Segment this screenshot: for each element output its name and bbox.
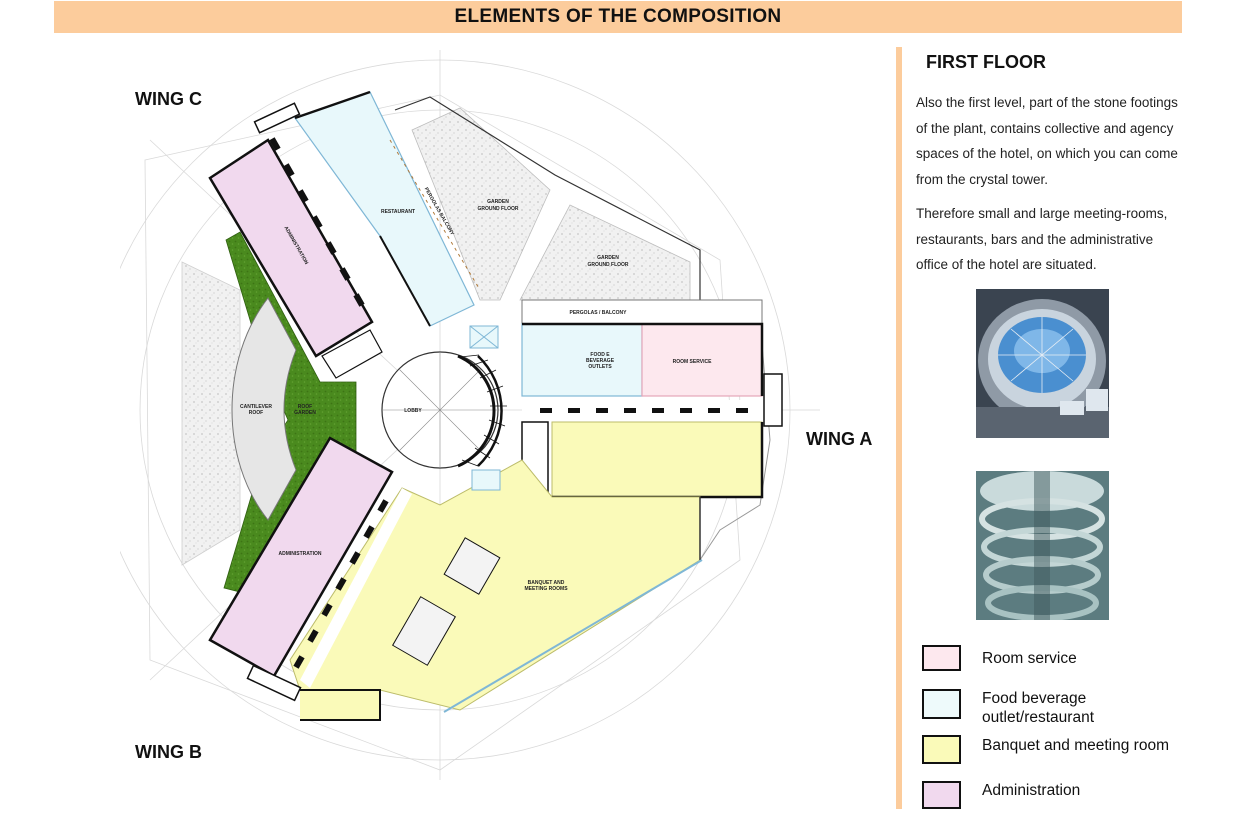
label-roof-garden-2: GARDEN	[294, 410, 316, 416]
spiral-atrium-photo	[976, 471, 1109, 620]
lobby	[381, 351, 507, 469]
wing-b-label: WING B	[135, 742, 202, 762]
legend-swatch	[922, 689, 961, 719]
wing-a-banquet	[551, 421, 763, 498]
label-pergolas-balcony-2: PERGOLAS / BALCONY	[570, 310, 628, 316]
legend-swatch	[922, 735, 961, 764]
glass-dome-photo	[976, 289, 1109, 438]
wing-c-label: WING C	[135, 89, 202, 109]
legend-label: Banquet and meeting room	[982, 737, 1169, 754]
label-cantilever-1: CANTILEVER	[240, 404, 272, 410]
label-roof-garden-1: ROOF	[298, 404, 312, 410]
pergolas-balcony	[521, 299, 763, 325]
wing-a-label: WING A	[806, 429, 873, 449]
label-lobby: LOBBY	[404, 408, 422, 414]
page-title: ELEMENTS OF THE COMPOSITION	[454, 6, 782, 27]
garden-northeast	[519, 204, 691, 301]
wing-c	[208, 90, 499, 379]
legend-label: Administration	[982, 782, 1081, 799]
label-food-beverage-1: FOOD E	[590, 352, 610, 358]
label-restaurant: RESTAURANT	[381, 209, 415, 215]
title-bar: ELEMENTS OF THE COMPOSITION	[54, 1, 1182, 33]
legend-label: Room service	[982, 650, 1077, 667]
wing-b-administration	[208, 436, 394, 678]
floor-plan: RESTAURANT ADMINISTRATION ADMINISTRATION…	[120, 50, 820, 780]
description-paragraph-1: Also the first level, part of the stone …	[916, 95, 1178, 187]
wing-a-food-beverage	[521, 323, 643, 397]
outer-wall-north	[394, 96, 701, 305]
garden-north	[411, 107, 551, 301]
label-room-service: ROOM SERVICE	[673, 359, 712, 365]
wing-a-room-service	[641, 323, 763, 397]
label-food-beverage-2: BEVERAGE	[586, 358, 615, 364]
cantilever-roof	[231, 297, 297, 521]
label-garden-1: GARDEN	[487, 199, 509, 205]
legend-swatch	[922, 781, 961, 809]
legend-label: Food beverage outlet/restaurant	[982, 690, 1095, 726]
label-garden-2: GARDEN	[597, 255, 619, 261]
wing-a	[521, 299, 783, 521]
label-banquet-2: MEETING ROOMS	[524, 586, 568, 592]
wing-c-administration	[208, 138, 374, 358]
label-banquet-1: BANQUET AND	[528, 580, 565, 586]
floor-title: FIRST FLOOR	[926, 52, 1046, 72]
description-paragraph-2: Therefore small and large meeting-rooms,…	[916, 206, 1168, 272]
garden-west	[181, 261, 241, 566]
label-food-beverage-3: OUTLETS	[588, 364, 612, 370]
label-administration-b: ADMINISTRATION	[279, 551, 322, 557]
legend-swatch	[922, 645, 961, 671]
label-garden-1b: GROUND FLOOR	[477, 206, 518, 212]
sidebar-divider	[896, 47, 902, 809]
wing-b	[208, 436, 703, 721]
label-cantilever-2: ROOF	[249, 410, 263, 416]
label-garden-2b: GROUND FLOOR	[587, 262, 628, 268]
